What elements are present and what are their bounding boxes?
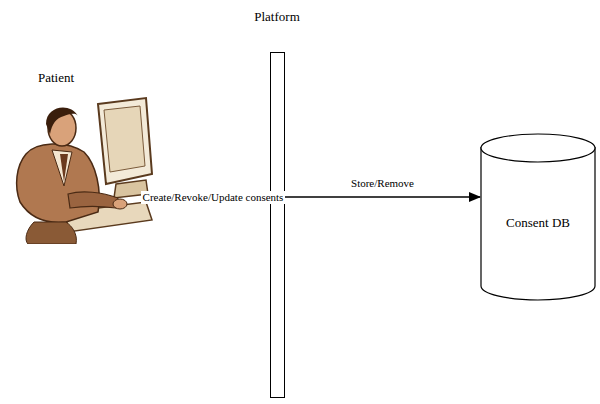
patient-illustration (6, 94, 156, 244)
platform-label: Platform (254, 9, 300, 25)
database-cylinder: Consent DB (480, 133, 596, 301)
platform-bar: Platform (270, 52, 285, 398)
edge-label: Store/Remove (349, 177, 416, 190)
database-label: Consent DB (506, 215, 570, 231)
edge-label: Create/Revoke/Update consents (141, 191, 286, 204)
flow-arrow (285, 196, 480, 197)
actor-label: Patient (38, 70, 74, 86)
patient-actor: Patient (6, 66, 156, 246)
